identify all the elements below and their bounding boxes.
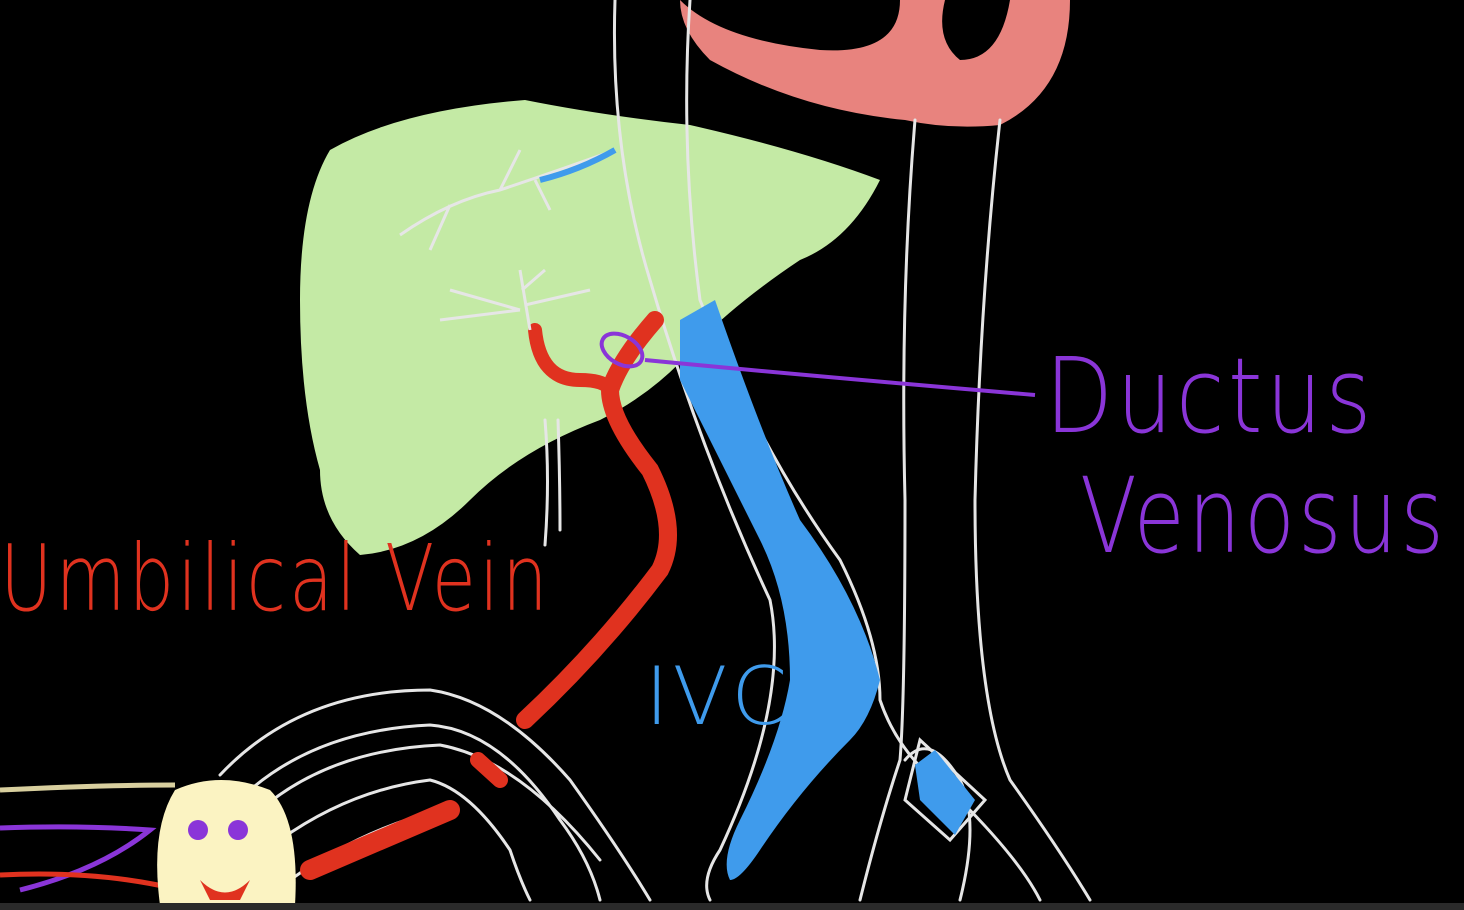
ductus-label-line2: Venosus <box>1080 455 1448 577</box>
ductus-label-line1: Ductus <box>1045 335 1375 457</box>
ivc-shading <box>680 300 880 880</box>
heart <box>680 0 1070 127</box>
umbilical-vein-label: Umbilical Vein <box>0 525 551 632</box>
ivc-label: IVC <box>645 650 792 743</box>
placenta-face <box>157 780 296 905</box>
ivc-branch-shading <box>915 750 975 835</box>
umbilical-vein <box>300 311 677 880</box>
bottom-bar <box>0 903 1464 910</box>
ductus-pointer-line <box>644 358 1036 397</box>
hepatic-branches <box>399 148 616 331</box>
